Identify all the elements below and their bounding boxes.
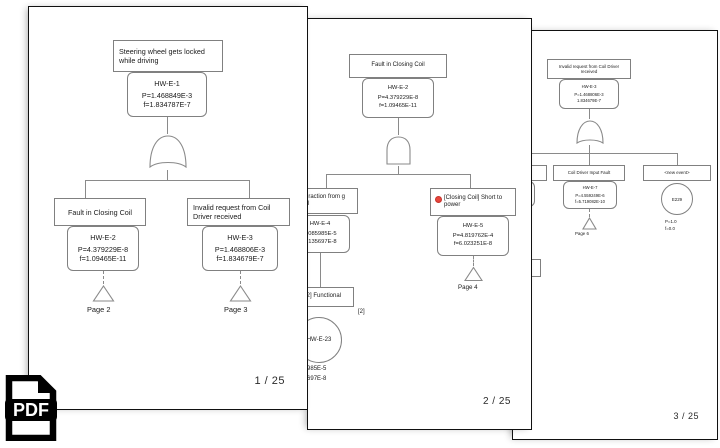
p1-top-gate-id: HW-E-1 [154, 78, 180, 88]
p1-child-right-gate: HW-E-3 P=1.468806E-3 f=1.834679E-7 [202, 226, 278, 271]
p1-child-left-transfer-icon [92, 285, 115, 302]
p1-gate-stem [167, 117, 168, 134]
p3-child-b-gate-id: HW-E-7 [582, 185, 598, 191]
p1-child-left-gate-p: P=4.379229E-8 [77, 244, 129, 254]
p2-and-gate-icon [386, 136, 411, 165]
p1-page-number: 1 / 25 [254, 375, 285, 387]
p1-bus-stem [167, 170, 168, 180]
p2-child-right-event: [Closing Coil] Short to power [430, 188, 516, 216]
pdf-page-1[interactable]: Steering wheel gets locked while driving… [28, 6, 308, 410]
p2-child-left-gate: HW-E-4 9.085985E-5 1.135697E-8 [308, 215, 350, 253]
p3-top-gate-id: HW-E-3 [581, 84, 597, 90]
p3-top-gate-p: P=1.468806E-3 [574, 92, 604, 98]
p2-drop-right [470, 174, 471, 188]
p1-child-left-gate: HW-E-2 P=4.379229E-8 f=1.09465E-11 [67, 226, 139, 271]
p3-top-event: Invalid request from Coil Driver receive… [547, 59, 631, 79]
p1-child-right-transfer-icon [229, 285, 252, 302]
p2-drop-left [326, 174, 327, 188]
p3-top-gate: HW-E-3 P=1.468806E-3 1.834679E-7 [559, 79, 619, 109]
p3-top-gate-f: 1.834679E-7 [577, 97, 601, 103]
p3-child-c-f: f=0.0 [665, 226, 675, 231]
p3-bus-stem [589, 145, 590, 153]
p2-child-right-transfer-link [473, 256, 474, 266]
p2-child-right-gate-p: P=4.819762E-4 [452, 233, 494, 240]
p2-child-left-gate-f: 1.135697E-8 [308, 238, 337, 245]
p2-child-left-sub-marker: [2] [358, 309, 365, 315]
p1-child-left-transfer-label: Page 2 [87, 305, 111, 314]
p3-child-c-circle: E229 [661, 183, 693, 215]
p3-page-number: 3 / 25 [673, 411, 699, 421]
p2-child-left-sub-f: 1.135697E-8 [307, 376, 327, 382]
p1-child-right-transfer-label: Page 3 [224, 305, 248, 314]
p2-child-right-status-dot [435, 196, 442, 203]
p1-top-gate-p: P=1.468849E-3 [141, 90, 193, 100]
p1-drop-left [85, 180, 86, 198]
p2-child-left-gate-id: HW-E-4 [309, 221, 331, 228]
p3-child-b-transfer-label: Page 6 [575, 231, 589, 236]
p1-top-event: Steering wheel gets locked while driving [113, 40, 223, 72]
p2-child-left-sub-circle: HW-E-23 [308, 317, 342, 363]
p3-child-c-p: P=1.0 [665, 219, 677, 224]
p2-top-gate-p: P=4.379229E-8 [377, 95, 419, 102]
p3-child-b-transfer-link [589, 209, 590, 217]
p3-gate-stem [589, 109, 590, 119]
p2-child-right-gate: HW-E-5 P=4.819762E-4 f=6.023251E-8 [437, 216, 509, 256]
p1-child-right-gate-p: P=1.468806E-3 [214, 244, 266, 254]
p2-child-left-sub-event: CU2] Functional [308, 287, 354, 307]
p2-child-right-transfer-label: Page 4 [458, 284, 478, 291]
p2-top-gate-id: HW-E-2 [387, 85, 409, 92]
p3-drop-b [589, 153, 590, 165]
pdf-page-2[interactable]: Fault in Closing Coil HW-E-2 P=4.379229E… [307, 18, 532, 430]
p2-child-left-link [320, 253, 321, 287]
p2-bus [326, 174, 470, 175]
p2-page-number: 2 / 25 [482, 396, 511, 407]
p2-child-left-gate-p: 9.085985E-5 [308, 231, 337, 238]
p1-child-left-transfer-link [103, 271, 104, 284]
pdf-page-3[interactable]: Invalid request from Coil Driver receive… [512, 30, 718, 440]
p3-bus [527, 153, 677, 154]
p1-child-right-event: Invalid request from Coil Driver receive… [187, 198, 290, 226]
p1-child-left-gate-id: HW-E-2 [90, 232, 116, 242]
p1-child-right-gate-id: HW-E-3 [227, 232, 253, 242]
p1-or-gate-icon [149, 135, 187, 169]
p1-top-gate-f: f=1.834787E-7 [143, 100, 191, 110]
p3-child-b-transfer-icon [582, 217, 597, 230]
p3-child-b-gate-f: f=5.719082E-10 [575, 198, 605, 204]
p2-top-gate: HW-E-2 P=4.379229E-8 f=1.09465E-11 [362, 78, 434, 118]
p1-child-right-gate-f: f=1.834679E-7 [216, 254, 264, 264]
p2-bus-stem [398, 166, 399, 174]
p1-bus [85, 180, 249, 181]
p3-child-b-event: Coil Driver Input Fault [553, 165, 625, 181]
p1-child-left-event: Fault in Closing Coil [54, 198, 146, 226]
p3-child-b-gate-p: P=4.559249E-6 [575, 193, 605, 199]
p2-gate-stem [398, 118, 399, 135]
p2-child-left-sub-p: 9.085985E-5 [307, 366, 327, 372]
p2-top-event: Fault in Closing Coil [349, 54, 447, 78]
p3-drop-c [677, 153, 678, 165]
p3-or-gate-icon [576, 120, 604, 145]
p2-child-right-gate-id: HW-E-5 [462, 223, 484, 230]
p2-child-left-event: nteraction from g coil [308, 188, 358, 214]
p2-child-right-transfer-icon [464, 266, 483, 282]
p1-child-right-transfer-link [240, 271, 241, 284]
p2-top-gate-f: f=1.09465E-11 [379, 102, 417, 109]
p1-top-gate: HW-E-1 P=1.468849E-3 f=1.834787E-7 [127, 72, 207, 117]
p3-child-b-gate: HW-E-7 P=4.559249E-6 f=5.719082E-10 [563, 181, 617, 209]
pdf-file-icon-glyph: PDF [5, 374, 57, 442]
p1-drop-right [249, 180, 250, 198]
pdf-icon-label: PDF [13, 400, 49, 420]
p2-child-right-gate-f: f=6.023251E-8 [453, 240, 493, 247]
p1-child-left-gate-f: f=1.09465E-11 [79, 254, 127, 264]
pdf-file-icon[interactable]: PDF [5, 374, 57, 442]
p3-child-c-event: <new event> [643, 165, 711, 181]
